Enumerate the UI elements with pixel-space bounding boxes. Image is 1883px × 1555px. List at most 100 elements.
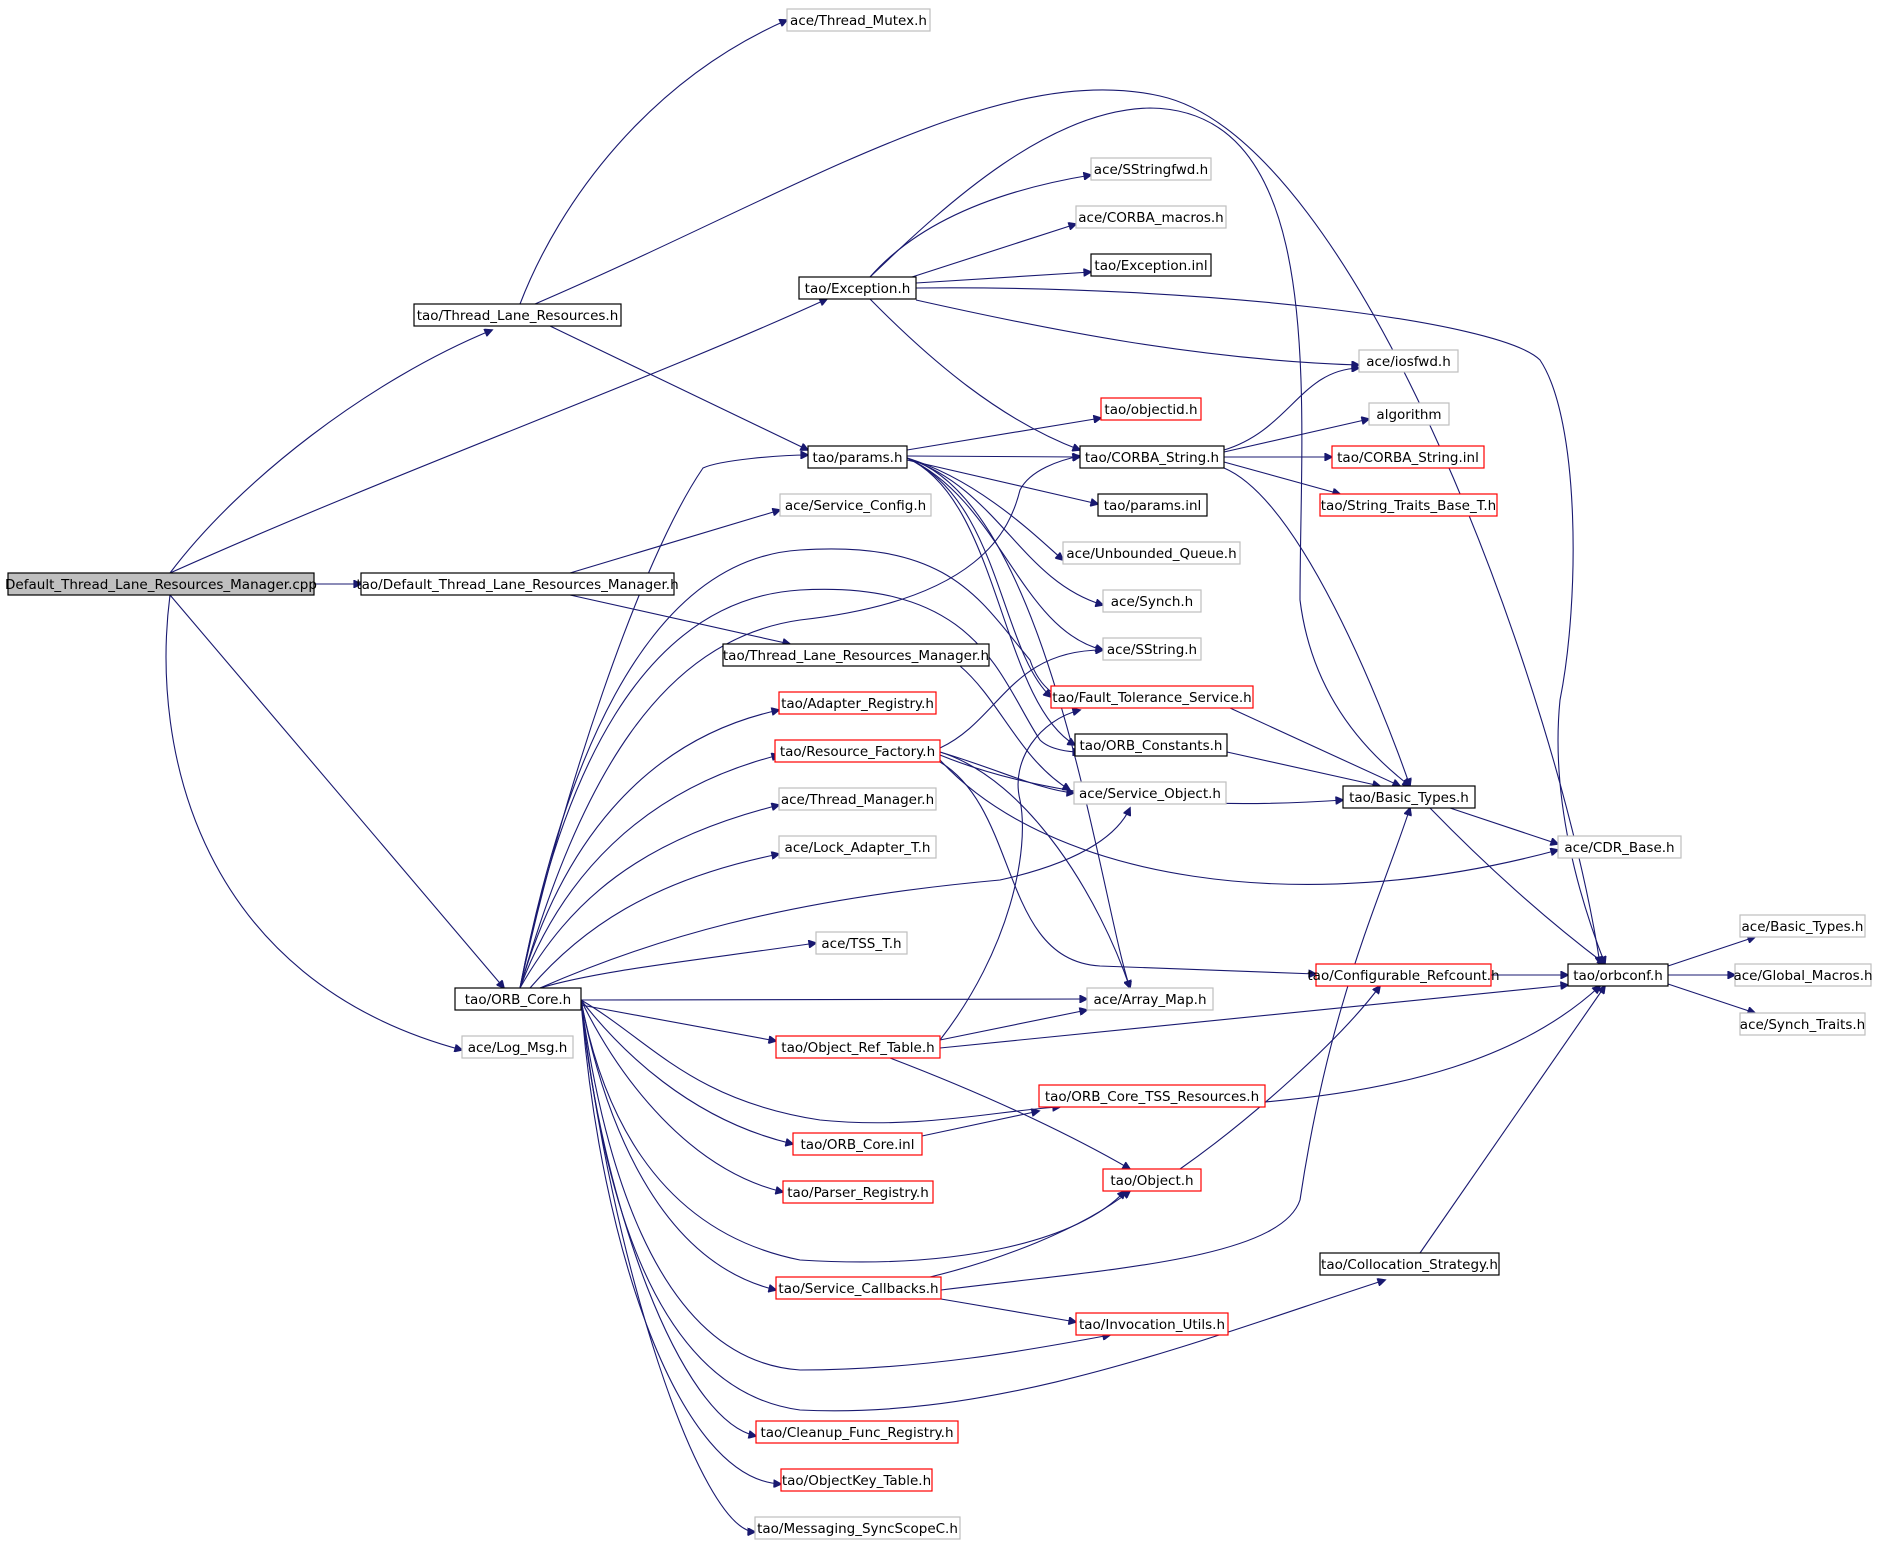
node-svccb[interactable]: tao/Service_Callbacks.h xyxy=(775,1276,942,1300)
edge-corbastring-to-algorithm xyxy=(1223,419,1369,453)
node-cdrbase[interactable]: ace/CDR_Base.h xyxy=(1557,835,1682,859)
node-iosfwd[interactable]: ace/iosfwd.h xyxy=(1358,349,1459,373)
node-box xyxy=(1086,987,1214,1011)
node-label: ace/iosfwd.h xyxy=(1366,354,1451,370)
node-label: ace/Synch.h xyxy=(1111,594,1194,610)
node-dtlrm[interactable]: tao/Default_Thread_Lane_Resources_Manage… xyxy=(356,572,679,596)
node-globalmacros[interactable]: ace/Global_Macros.h xyxy=(1733,963,1873,987)
edge-params-to-synch xyxy=(906,457,1103,605)
node-box xyxy=(798,276,917,300)
edge-params-to-paramsinl xyxy=(906,459,1098,504)
node-label: tao/Collocation_Strategy.h xyxy=(1321,1257,1498,1273)
node-paramsinl[interactable]: tao/params.inl xyxy=(1097,493,1208,517)
edge-root-to-exception xyxy=(169,299,827,574)
edge-params-to-ftservice xyxy=(906,457,1051,697)
node-synch[interactable]: ace/Synch.h xyxy=(1102,589,1202,613)
node-orbcoretss[interactable]: tao/ORB_Core_TSS_Resources.h xyxy=(1038,1084,1266,1108)
node-box xyxy=(1097,493,1208,517)
node-sstring[interactable]: ace/SString.h xyxy=(1102,637,1202,661)
node-adapter[interactable]: tao/Adapter_Registry.h xyxy=(778,691,937,715)
node-exception[interactable]: tao/Exception.h xyxy=(798,276,917,300)
node-cleanup[interactable]: tao/Cleanup_Func_Registry.h xyxy=(755,1420,959,1444)
edge-resfact-to-sstring xyxy=(939,650,1103,749)
node-sstringfwd[interactable]: ace/SStringfwd.h xyxy=(1090,157,1212,181)
node-box xyxy=(413,303,622,327)
node-orbconf[interactable]: tao/orbconf.h xyxy=(1567,963,1669,987)
node-svcconfig[interactable]: ace/Service_Config.h xyxy=(779,493,932,517)
edge-dtlrm-to-tlrm xyxy=(569,594,790,644)
node-configref[interactable]: tao/Configurable_Refcount.h xyxy=(1307,963,1500,987)
node-tlrm[interactable]: tao/Thread_Lane_Resources_Manager.h xyxy=(722,643,990,667)
node-label: ace/CDR_Base.h xyxy=(1564,840,1674,856)
edge-orbcore-to-object xyxy=(580,999,1125,1263)
node-acebasic[interactable]: ace/Basic_Types.h xyxy=(1739,914,1866,938)
node-unbqueue[interactable]: ace/Unbounded_Queue.h xyxy=(1062,541,1241,565)
node-root[interactable]: Default_Thread_Lane_Resources_Manager.cp… xyxy=(5,572,317,596)
node-corbastring[interactable]: tao/CORBA_String.h xyxy=(1079,445,1225,469)
node-label: tao/Cleanup_Func_Registry.h xyxy=(760,1425,953,1441)
node-corbastringinl[interactable]: tao/CORBA_String.inl xyxy=(1331,445,1485,469)
node-box xyxy=(1358,349,1459,373)
node-colloc[interactable]: tao/Collocation_Strategy.h xyxy=(1319,1252,1500,1276)
edge-root-to-tlr xyxy=(169,330,492,574)
node-objectid[interactable]: tao/objectid.h xyxy=(1100,397,1202,421)
node-box xyxy=(778,835,937,859)
node-box xyxy=(1100,397,1202,421)
edge-root-to-orbcore xyxy=(169,594,504,988)
node-box xyxy=(1567,963,1669,987)
edge-exception-to-sstringfwd xyxy=(869,175,1091,278)
node-orbcore[interactable]: tao/ORB_Core.h xyxy=(454,987,582,1011)
node-box xyxy=(1315,963,1492,987)
node-invutils[interactable]: tao/Invocation_Utils.h xyxy=(1075,1312,1229,1336)
node-strtraits[interactable]: tao/String_Traits_Base_T.h xyxy=(1319,493,1498,517)
node-thrmgr[interactable]: ace/Thread_Manager.h xyxy=(778,787,937,811)
node-synchtraits[interactable]: ace/Synch_Traits.h xyxy=(1739,1012,1866,1036)
node-orbconst[interactable]: tao/ORB_Constants.h xyxy=(1074,733,1228,757)
node-logmsg[interactable]: ace/Log_Msg.h xyxy=(461,1035,574,1059)
edge-resfact-to-svcobject xyxy=(939,751,1074,793)
node-basictypes[interactable]: tao/Basic_Types.h xyxy=(1342,785,1476,809)
node-object[interactable]: tao/Object.h xyxy=(1102,1168,1202,1192)
node-box xyxy=(1062,541,1241,565)
edge-basictypes-to-orbconf xyxy=(1429,807,1605,964)
node-box xyxy=(1050,685,1254,709)
node-box xyxy=(815,931,908,955)
node-label: tao/Object.h xyxy=(1110,1173,1193,1189)
node-label: ace/TSS_T.h xyxy=(821,936,901,952)
edge-objreftable-to-ftservice xyxy=(939,710,1080,1041)
node-objreftable[interactable]: tao/Object_Ref_Table.h xyxy=(775,1035,941,1059)
node-label: tao/Adapter_Registry.h xyxy=(781,696,934,712)
node-tss[interactable]: ace/TSS_T.h xyxy=(815,931,908,955)
edge-params-to-objectid xyxy=(906,418,1101,451)
node-exceptioninl[interactable]: tao/Exception.inl xyxy=(1090,253,1212,277)
node-box xyxy=(1368,402,1450,426)
node-box xyxy=(1075,205,1227,229)
edge-colloc-to-orbconf xyxy=(1419,986,1605,1254)
node-ftservice[interactable]: tao/Fault_Tolerance_Service.h xyxy=(1050,685,1254,709)
node-syncscope[interactable]: tao/Messaging_SyncScopeC.h xyxy=(754,1516,961,1540)
node-resfact[interactable]: tao/Resource_Factory.h xyxy=(774,739,941,763)
node-tlr[interactable]: tao/Thread_Lane_Resources.h xyxy=(413,303,622,327)
node-label: tao/objectid.h xyxy=(1104,402,1197,418)
node-algorithm[interactable]: algorithm xyxy=(1368,402,1450,426)
node-params[interactable]: tao/params.h xyxy=(807,445,908,469)
node-label: tao/Fault_Tolerance_Service.h xyxy=(1052,690,1251,706)
edge-exception-to-corbastring xyxy=(869,298,1080,450)
node-label: tao/params.h xyxy=(812,450,902,466)
node-orbcoreinl[interactable]: tao/ORB_Core.inl xyxy=(792,1132,923,1156)
node-objkey[interactable]: tao/ObjectKey_Table.h xyxy=(780,1468,933,1492)
edge-orbcoretss-to-orbconf xyxy=(1264,986,1600,1103)
node-box xyxy=(1734,963,1872,987)
node-label: tao/Exception.inl xyxy=(1094,258,1207,274)
node-label: ace/Basic_Types.h xyxy=(1742,919,1864,935)
edge-orbcore-to-thrmgr xyxy=(519,805,779,989)
edge-object-to-configref xyxy=(1179,986,1380,1170)
node-corbamacros[interactable]: ace/CORBA_macros.h xyxy=(1075,205,1227,229)
node-label: tao/Parser_Registry.h xyxy=(787,1185,929,1201)
edge-tlr-to-mutex xyxy=(519,20,787,305)
node-mutex[interactable]: ace/Thread_Mutex.h xyxy=(786,8,931,32)
node-svcobject[interactable]: ace/Service_Object.h xyxy=(1073,781,1227,805)
node-parser[interactable]: tao/Parser_Registry.h xyxy=(782,1180,934,1204)
node-arraymap[interactable]: ace/Array_Map.h xyxy=(1086,987,1214,1011)
node-lockadapter[interactable]: ace/Lock_Adapter_T.h xyxy=(778,835,937,859)
